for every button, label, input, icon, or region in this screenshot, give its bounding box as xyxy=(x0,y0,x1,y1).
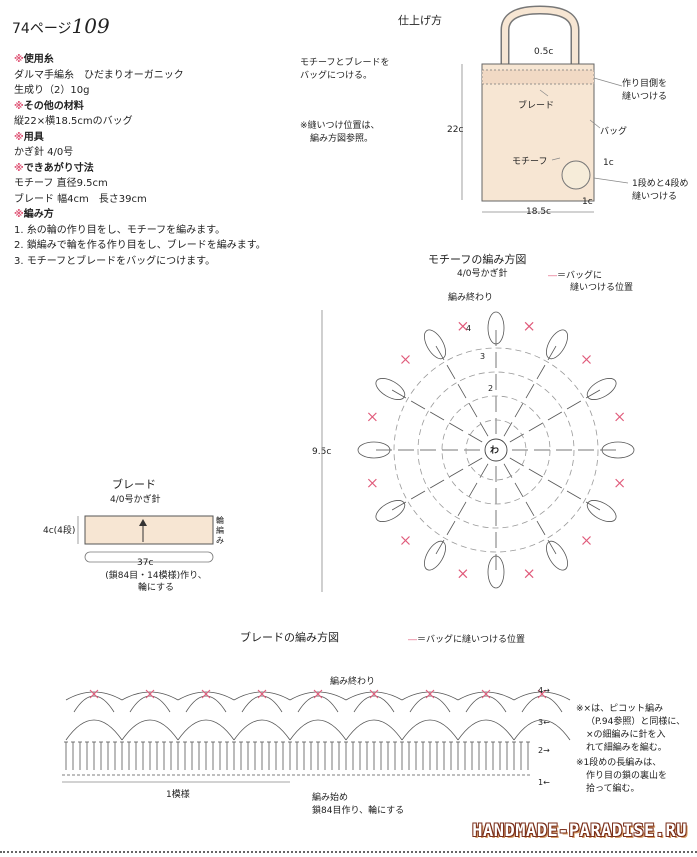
braid-row-3: 3← xyxy=(538,718,550,727)
braid-width-label: 4c(4段) xyxy=(43,526,76,536)
braid-legend: ―＝バッグに縫いつける位置 xyxy=(408,635,526,645)
motif-row-number: 4 xyxy=(466,324,472,333)
motif-end-label: 編み終わり xyxy=(448,293,494,303)
first-row-label: 1段めと4段め縫いつける xyxy=(632,179,689,202)
motif-diagram-title: モチーフの編み方図 xyxy=(428,253,527,266)
bag-braid-band xyxy=(481,69,595,85)
method-step: 2. 鎖編みで輪を作る作り目をし、ブレードを編みます。 xyxy=(14,240,266,251)
tools-line: かぎ針 4/0号 xyxy=(14,147,74,158)
picot-note: ※×は、ピコット編み （P.94参照）と同様に、 ×の細編みに針を入 れて細編み… xyxy=(576,704,686,753)
braid-start-note: 編み始め鎖84目作り、輪にする xyxy=(312,793,405,816)
braid-start-label: (鎖84目・14模様)作り、輪にする xyxy=(105,571,207,593)
pattern-info: ※使用糸 ダルマ手編糸 ひだまりオーガニック 生成り（2）10g ※その他の材料… xyxy=(14,52,274,269)
bag-motif xyxy=(561,160,591,190)
bottom-offset-label: 1c xyxy=(582,197,593,207)
motif-legend: ―＝バッグに 縫いつける位置 xyxy=(548,271,634,293)
page-divider xyxy=(0,851,697,853)
method-heading: ※編み方 xyxy=(14,209,54,220)
braid-row-1: 1← xyxy=(538,778,550,787)
finish-reference-note: ※縫いつけ位置は、編み方図参照。 xyxy=(300,121,380,144)
bag-label: バッグ xyxy=(600,127,628,137)
motif-row-number: 3 xyxy=(480,352,486,361)
size-line: ブレード 幅4cm 長さ39cm xyxy=(14,193,147,205)
braid-end-label: 編み終わり xyxy=(330,677,376,687)
finish-title: 仕上げ方 xyxy=(398,14,442,27)
size-line: モチーフ 直径9.5cm xyxy=(14,178,108,189)
bag-height-label: 22c xyxy=(447,125,464,135)
yarn-heading: ※使用糸 xyxy=(14,54,54,65)
braid-ring-label: 輪編み xyxy=(216,516,224,545)
motif-center-label: わ xyxy=(490,446,500,456)
yarn-line: ダルマ手編糸 ひだまりオーガニック xyxy=(14,69,184,81)
method-step: 1. 糸の輪の作り目をし、モチーフを編みます。 xyxy=(14,224,226,236)
size-heading: ※できあがり寸法 xyxy=(14,162,94,174)
braid-length-label: 37c xyxy=(137,558,154,568)
bag-width-label: 18.5c xyxy=(526,207,551,217)
motif-offset-label: 1c xyxy=(603,158,614,168)
repeat-label: 1模様 xyxy=(166,790,190,800)
materials-heading: ※その他の材料 xyxy=(14,100,84,112)
attach-label: 作り目側を縫いつける xyxy=(622,79,668,102)
yarn-line: 生成り（2）10g xyxy=(14,85,90,96)
watermark: HANDMADE-PARADISE.RU xyxy=(472,821,687,841)
braid-title: ブレード xyxy=(112,478,156,491)
strap-width-label: 0.5c xyxy=(534,47,554,57)
page-label: 74ページ xyxy=(12,21,72,37)
pattern-number: 109 xyxy=(71,14,110,38)
motif-row-number: 2 xyxy=(488,384,494,393)
materials-line: 縦22×横18.5cmのバッグ xyxy=(14,116,133,127)
finish-note: モチーフとブレードをバッグにつける。 xyxy=(300,58,390,81)
braid-label: ブレード xyxy=(518,101,555,111)
braid-diagram-title: ブレードの編み方図 xyxy=(240,631,339,644)
method-step: 3. モチーフとブレードをバッグにつけます。 xyxy=(14,255,216,267)
motif-label: モチーフ xyxy=(512,157,548,167)
tools-heading: ※用具 xyxy=(14,131,44,143)
motif-hook-label: 4/0号かぎ針 xyxy=(457,269,508,279)
braid-row-4: 4→ xyxy=(538,686,550,695)
braid-hook-label: 4/0号かぎ針 xyxy=(110,495,161,505)
first-row-note: ※1段めの長編みは、 作り目の鎖の裏山を 拾って編む。 xyxy=(576,758,668,794)
page-number: 74ページ109 xyxy=(12,14,110,38)
braid-row-2: 2→ xyxy=(538,746,550,755)
